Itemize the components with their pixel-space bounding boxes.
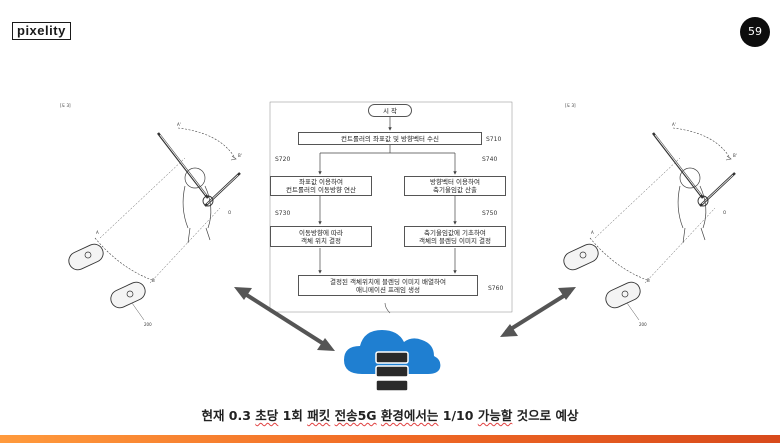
double-arrow-right: [500, 287, 576, 337]
marker-b-top: B': [238, 153, 242, 158]
reference-200: 200: [144, 322, 152, 327]
caption-part: 1회: [278, 408, 308, 423]
caption-part: 패킷: [307, 408, 331, 423]
figure-right-drawing: [563, 127, 736, 321]
flow-step-s750-id: S750: [482, 210, 498, 217]
figure-left-label: [도 3]: [60, 103, 71, 108]
marker-a-top: A': [177, 122, 181, 127]
flow-step-s720: 좌표값 이용하여 컨트롤러의 이동방향 연산: [270, 176, 372, 196]
page-number-badge: 59: [740, 17, 770, 47]
caption-part: 전송5G: [334, 408, 377, 423]
figure-left-drawing: [68, 127, 241, 321]
flow-step-s760-id: S760: [488, 285, 504, 292]
flow-step-s730: 이동방향에 따라 객체 위치 결정: [270, 226, 372, 247]
marker-o: O: [723, 210, 727, 215]
flow-start: 시 작: [368, 104, 412, 117]
flowchart: 시 작 컨트롤러의 좌표값 및 방향벡터 수신 S710 S720 좌표값 이용…: [260, 98, 520, 318]
caption: 현재 0.3 초당 1회 패킷 전송5G 환경에서는 1/10 가능할 것으로 …: [0, 405, 780, 424]
figure-right-label: [도 3]: [565, 103, 576, 108]
flow-step-s740-id: S740: [482, 156, 498, 163]
caption-part: 초당: [255, 408, 279, 423]
flow-step-s710: 컨트롤러의 좌표값 및 방향벡터 수신: [298, 132, 482, 145]
flowchart-connectors: [269, 101, 513, 314]
reference-200: 200: [639, 322, 647, 327]
cloud-server-icon: [344, 330, 441, 392]
caption-part: 가능할: [477, 408, 513, 423]
marker-b-top: B': [733, 153, 737, 158]
flow-step-s720-id: S720: [275, 156, 291, 163]
marker-b: B: [647, 278, 650, 283]
marker-o: O: [228, 210, 232, 215]
flow-step-s710-id: S710: [486, 136, 502, 143]
flow-step-s750: 축기울임값에 기초하여 객체의 블렌딩 이미지 결정: [404, 226, 506, 247]
marker-b: B: [152, 278, 155, 283]
flow-step-s740: 방향벡터 이용하여 축기울임값 산출: [404, 176, 506, 196]
double-arrow-left: [234, 287, 335, 351]
flow-step-s760: 결정된 객체위치에 블렌딩 이미지 배열하여 애니메이션 프레임 생성: [298, 275, 478, 296]
marker-a-top: A': [672, 122, 676, 127]
caption-part: 현재 0.3: [201, 408, 256, 423]
flow-step-s730-id: S730: [275, 210, 291, 217]
caption-part: 것으로 예상: [512, 408, 579, 423]
figure-left: [도 3] A' B' O A B 200: [60, 98, 260, 338]
caption-part: 환경에서는: [380, 408, 439, 423]
bottom-accent-bar: [0, 435, 780, 443]
marker-a: A: [591, 230, 594, 235]
marker-a: A: [96, 230, 99, 235]
caption-part: 1/10: [438, 408, 478, 423]
brand-logo: pixelity: [12, 22, 71, 40]
figure-right: [도 3] A' B' O A B 200: [555, 98, 755, 338]
